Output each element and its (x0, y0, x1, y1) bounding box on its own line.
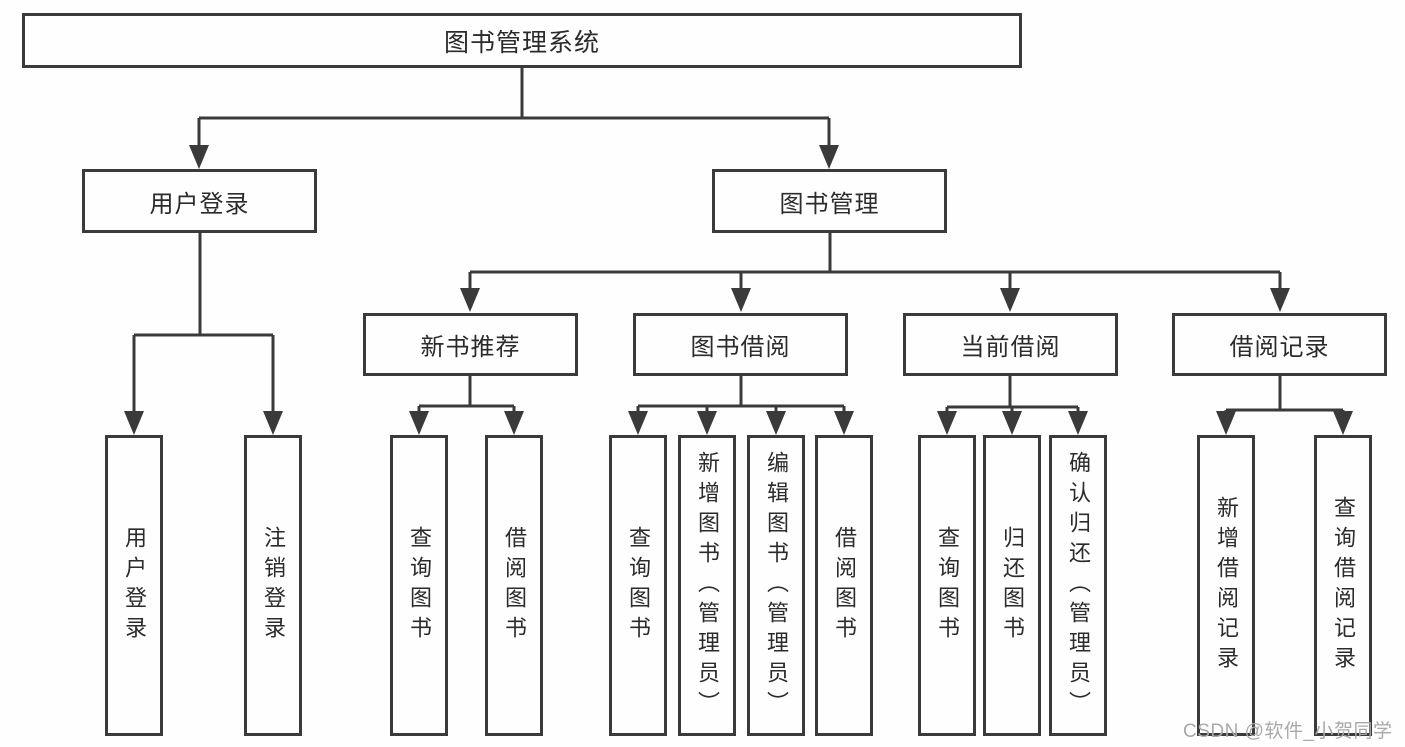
leaf-add-borrow-record: 新增借阅记录 (1197, 435, 1255, 736)
node-root-label: 图书管理系统 (443, 28, 600, 57)
csdn-watermark: CSDN @软件_小贺同学 (1183, 721, 1393, 742)
leaf-query-borrow-record-label: 查询借阅记录 (1331, 495, 1356, 676)
leaf-confirm-return-admin-label: 确认归还（管理员） (1066, 450, 1091, 721)
node-current-borrow-label: 当前借阅 (960, 334, 1061, 361)
leaf-edit-books-admin: 编辑图书（管理员） (747, 435, 805, 736)
leaf-user-login-label: 用户登录 (122, 525, 147, 646)
leaf-logout-label: 注销登录 (261, 525, 286, 646)
leaf-borrow-books-label: 借阅图书 (832, 525, 857, 646)
leaf-return-books: 归还图书 (983, 435, 1041, 736)
leaf-edit-books-admin-label: 编辑图书（管理员） (764, 450, 789, 721)
node-book-borrow: 图书借阅 (633, 313, 848, 376)
node-new-book-recommend: 新书推荐 (363, 313, 578, 376)
node-root: 图书管理系统 (22, 13, 1022, 68)
leaf-borrow-query-books-label: 查询图书 (626, 525, 651, 646)
leaf-recommend-borrow-books: 借阅图书 (485, 435, 543, 736)
leaf-logout: 注销登录 (244, 435, 302, 736)
node-book-management-label: 图书管理 (779, 190, 880, 218)
node-user-login: 用户登录 (82, 169, 317, 233)
node-book-borrow-label: 图书借阅 (690, 334, 791, 361)
node-new-book-recommend-label: 新书推荐 (420, 334, 521, 361)
node-borrow-records-label: 借阅记录 (1229, 334, 1330, 361)
leaf-add-books-admin: 新增图书（管理员） (678, 435, 736, 736)
leaf-recommend-query-books-label: 查询图书 (407, 525, 432, 646)
node-book-management: 图书管理 (712, 169, 947, 233)
leaf-user-login: 用户登录 (105, 435, 163, 736)
leaf-query-borrow-record: 查询借阅记录 (1314, 435, 1372, 736)
leaf-confirm-return-admin: 确认归还（管理员） (1049, 435, 1107, 736)
leaf-add-books-admin-label: 新增图书（管理员） (695, 450, 720, 721)
node-user-login-label: 用户登录 (149, 190, 250, 218)
leaf-borrow-query-books: 查询图书 (609, 435, 667, 736)
leaf-return-books-label: 归还图书 (1000, 525, 1025, 646)
leaf-current-query-books: 查询图书 (918, 435, 976, 736)
node-borrow-records: 借阅记录 (1172, 313, 1387, 376)
leaf-current-query-books-label: 查询图书 (935, 525, 960, 646)
arrowheads (124, 145, 1353, 435)
leaf-recommend-borrow-books-label: 借阅图书 (502, 525, 527, 646)
leaf-borrow-books: 借阅图书 (815, 435, 873, 736)
leaf-add-borrow-record-label: 新增借阅记录 (1214, 495, 1239, 676)
leaf-recommend-query-books: 查询图书 (390, 435, 448, 736)
node-current-borrow: 当前借阅 (903, 313, 1118, 376)
